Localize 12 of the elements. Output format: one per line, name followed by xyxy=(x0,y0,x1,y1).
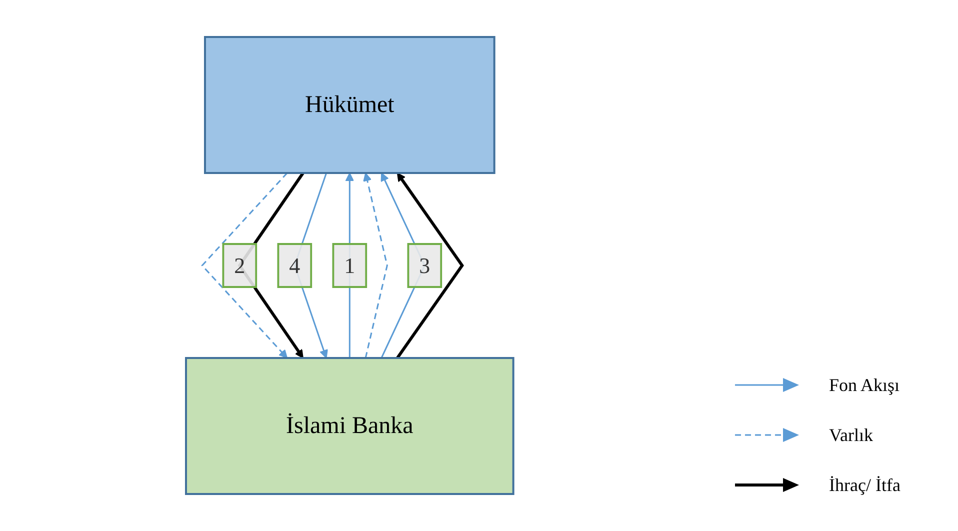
arrow xyxy=(363,172,388,358)
legend-label: Varlık xyxy=(829,424,873,446)
edge-label: 3 xyxy=(420,253,430,278)
arrow xyxy=(201,172,288,358)
edge-label: 2 xyxy=(234,253,246,278)
arrow xyxy=(396,172,464,359)
node-box: İslami Banka xyxy=(185,357,515,495)
legend-label: Fon Akışı xyxy=(829,374,900,396)
edge-label: 4 xyxy=(290,253,300,278)
legend-label: İhraç/ İtfa xyxy=(829,474,900,496)
node-box: Hükümet xyxy=(204,36,496,174)
edge-label: 1 xyxy=(344,253,356,278)
